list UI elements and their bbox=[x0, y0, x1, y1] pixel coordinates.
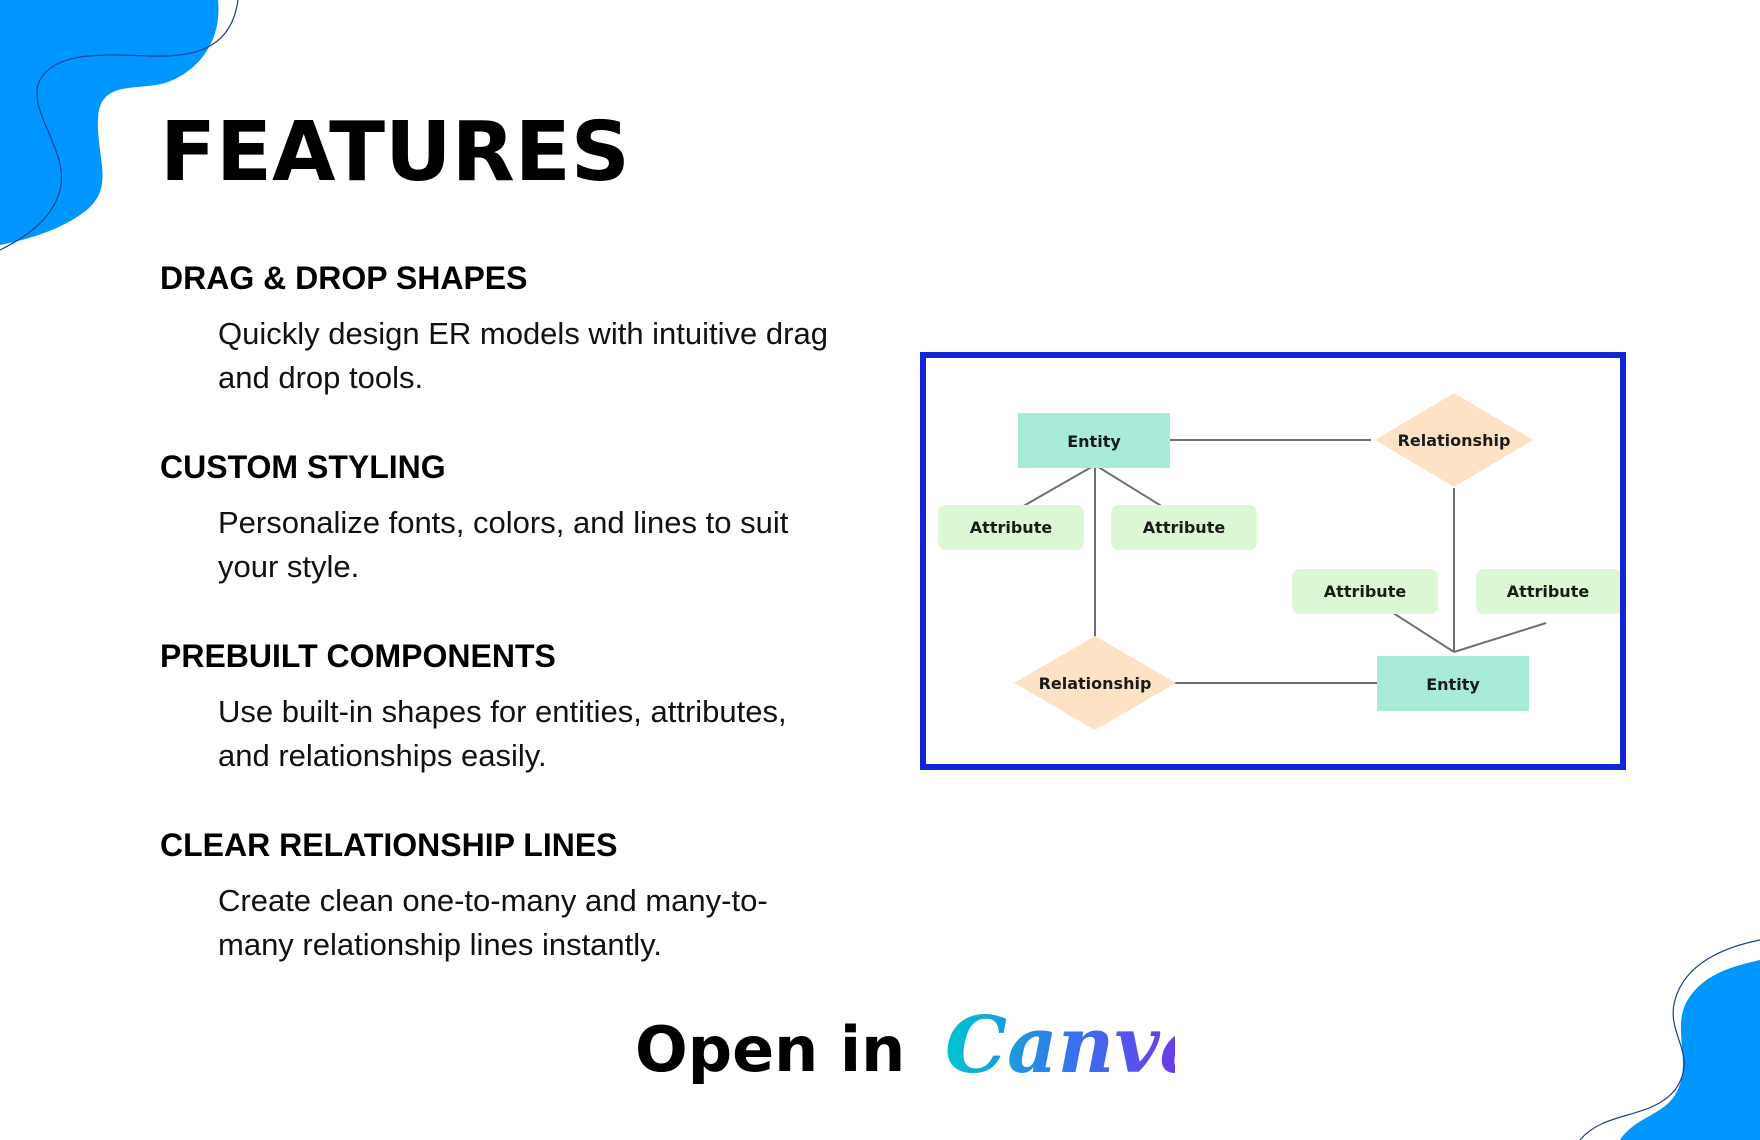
feature-heading: CUSTOM STYLING bbox=[160, 449, 446, 485]
relationship-node: Relationship bbox=[1014, 636, 1176, 730]
open-in-canva-button[interactable]: Open in Canva bbox=[635, 1000, 1175, 1100]
attribute-label: Attribute bbox=[1324, 582, 1407, 601]
entity-node: Entity bbox=[1377, 656, 1529, 711]
feature-item: DRAG & DROP SHAPES Quickly design ER mod… bbox=[160, 258, 870, 447]
feature-item: CUSTOM STYLING Personalize fonts, colors… bbox=[160, 447, 870, 636]
attribute-label: Attribute bbox=[970, 518, 1053, 537]
relationship-node: Relationship bbox=[1375, 393, 1533, 487]
relationship-label: Relationship bbox=[1398, 431, 1511, 450]
canva-brand-text: Canva bbox=[945, 1000, 1175, 1091]
feature-description: Quickly design ER models with intuitive … bbox=[218, 316, 828, 395]
wave-blob-top-left-icon bbox=[0, 0, 239, 251]
entity-node: Entity bbox=[1018, 413, 1170, 468]
feature-description: Create clean one-to-many and many-to-man… bbox=[218, 883, 768, 962]
feature-item: PREBUILT COMPONENTS Use built-in shapes … bbox=[160, 636, 870, 825]
attribute-node: Attribute bbox=[1111, 505, 1257, 550]
feature-description: Personalize fonts, colors, and lines to … bbox=[218, 505, 789, 584]
entity-label: Entity bbox=[1426, 675, 1480, 694]
feature-description: Use built-in shapes for entities, attrib… bbox=[218, 694, 787, 773]
canva-logo-icon: Canva bbox=[945, 1000, 1175, 1091]
connector-line bbox=[1453, 622, 1547, 653]
relationship-label: Relationship bbox=[1039, 674, 1152, 693]
feature-heading: CLEAR RELATIONSHIP LINES bbox=[160, 827, 618, 863]
wave-blob-bottom-right-icon bbox=[1579, 939, 1760, 1140]
attribute-node: Attribute bbox=[1292, 569, 1438, 614]
cta-text: Open in bbox=[635, 1013, 927, 1086]
feature-heading: DRAG & DROP SHAPES bbox=[160, 260, 528, 296]
page-title: FEATURES bbox=[160, 105, 630, 200]
feature-heading: PREBUILT COMPONENTS bbox=[160, 638, 556, 674]
connector-lines bbox=[998, 439, 1547, 684]
attribute-label: Attribute bbox=[1507, 582, 1590, 601]
attribute-node: Attribute bbox=[1476, 569, 1620, 614]
entity-label: Entity bbox=[1067, 432, 1121, 451]
er-diagram: Entity Entity Relationship Relationship … bbox=[938, 393, 1620, 730]
feature-list: DRAG & DROP SHAPES Quickly design ER mod… bbox=[160, 258, 870, 1014]
attribute-node: Attribute bbox=[938, 505, 1084, 550]
er-diagram-preview: Entity Entity Relationship Relationship … bbox=[920, 352, 1626, 770]
feature-item: CLEAR RELATIONSHIP LINES Create clean on… bbox=[160, 825, 870, 1014]
attribute-label: Attribute bbox=[1143, 518, 1226, 537]
